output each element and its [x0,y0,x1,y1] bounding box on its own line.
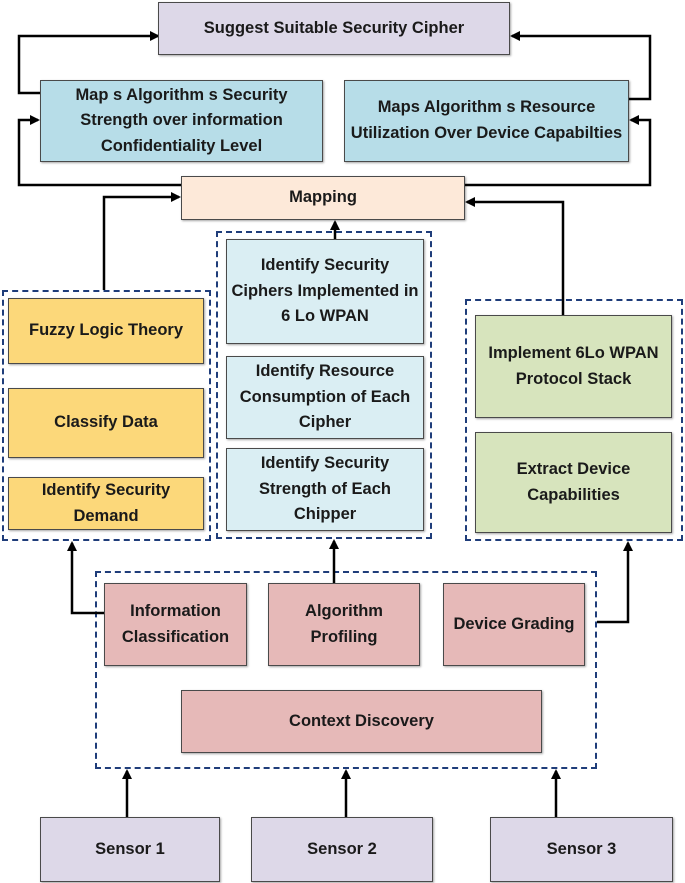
algorithm-profiling-box: Algorithm Profiling [268,583,420,666]
information-classification-box: Information Classification [104,583,247,666]
left-group-container [2,290,211,541]
fuzzy-logic-box: Fuzzy Logic Theory [8,298,204,364]
identify-security-strength-box: Identify Security Strength of Each Chipp… [226,448,424,531]
suggest-cipher-box: Suggest Suitable Security Cipher [158,2,510,55]
sensor-3-box: Sensor 3 [490,817,673,882]
arrow-map-left-to-suggest [17,31,160,95]
implement-6lowpan-box: Implement 6Lo WPAN Protocol Stack [475,315,672,418]
context-discovery-box: Context Discovery [181,690,542,753]
identify-resource-consumption-box: Identify Resource Consumption of Each Ci… [226,356,424,439]
arrow-mapping-to-map-left [17,115,181,187]
arrow-map-right-to-suggest [510,31,652,101]
middle-group-container [216,231,432,539]
map-security-strength-box: Map s Algorithm s Security Strength over… [40,80,323,162]
arrow-mapping-to-map-right [465,115,652,187]
extract-device-capabilities-box: Extract Device Capabilities [475,432,672,533]
arrow-right-group-to-mapping [465,197,565,315]
identify-security-demand-box: Identify Security Demand [8,477,204,530]
arrow-info-to-left-group [67,541,104,615]
classify-data-box: Classify Data [8,388,204,458]
map-resource-utilization-box: Maps Algorithm s Resource Utilization Ov… [344,80,629,162]
identify-ciphers-box: Identify Security Ciphers Implemented in… [226,239,424,344]
context-group-container [95,571,597,769]
right-group-container [465,299,683,541]
sensor-1-box: Sensor 1 [40,817,220,882]
sensor-2-box: Sensor 2 [251,817,433,882]
arrow-left-group-to-mapping [102,192,181,290]
arrow-device-to-right-group [597,541,633,624]
device-grading-box: Device Grading [443,583,585,666]
mapping-box: Mapping [181,176,465,220]
